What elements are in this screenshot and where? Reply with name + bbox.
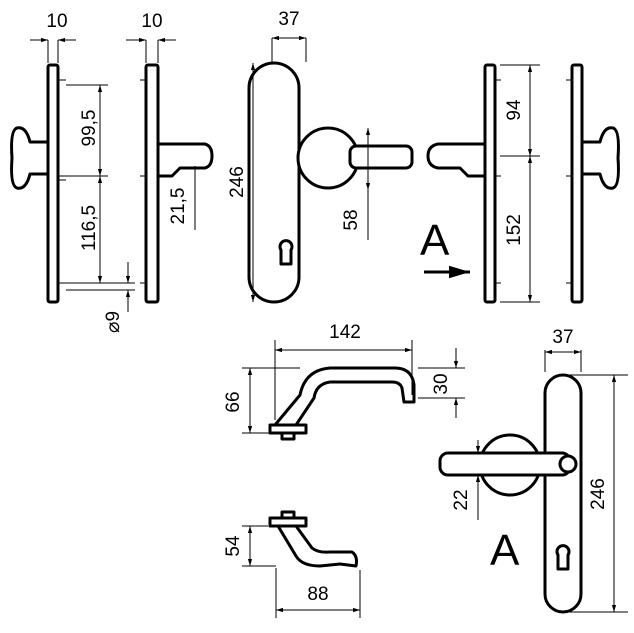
lever-bottom-length-label: 88 bbox=[307, 584, 328, 605]
front-knob-height-label: 246 bbox=[227, 166, 248, 198]
front-lever-view-label: A bbox=[490, 526, 520, 575]
lever-bottom-height-label: 54 bbox=[223, 535, 244, 557]
front-knob-width-label: 37 bbox=[278, 9, 299, 30]
front-lever-view: 37 246 22 A bbox=[438, 327, 628, 614]
lever-top-length-label: 142 bbox=[329, 322, 361, 343]
front-lever-offset-label: 22 bbox=[451, 489, 472, 510]
plate-right-lower-label: 152 bbox=[504, 214, 525, 246]
front-lever-width-label: 37 bbox=[552, 327, 573, 348]
front-lever-height-label: 246 bbox=[588, 478, 609, 510]
plate-left-upper-label: 99,5 bbox=[79, 110, 100, 147]
view-marker: A bbox=[420, 216, 470, 279]
plate-side-offset-label: 21,5 bbox=[168, 188, 189, 225]
view-marker-label: A bbox=[420, 216, 450, 265]
plate-far-right-view bbox=[566, 63, 620, 304]
plate-left-width-label: 10 bbox=[46, 11, 67, 32]
plate-right-upper-label: 94 bbox=[504, 99, 525, 121]
plate-left-hole-label: ⌀9 bbox=[103, 311, 124, 333]
plate-left-view: 10 99,5 116,5 ⌀9 bbox=[10, 11, 135, 333]
plate-right-view: 94 152 bbox=[426, 63, 540, 304]
front-knob-size-label: 58 bbox=[341, 209, 362, 230]
lever-top-view: 142 66 30 bbox=[223, 322, 465, 441]
plate-left-lower-label: 116,5 bbox=[79, 205, 100, 251]
lever-bottom-view: 54 88 bbox=[223, 510, 361, 618]
front-knob-view: 37 246 58 bbox=[227, 9, 414, 304]
plate-side-view: 10 21,5 bbox=[126, 11, 214, 304]
lever-top-height-label: 66 bbox=[223, 391, 244, 412]
plate-side-width-label: 10 bbox=[141, 11, 162, 32]
lever-top-grip-label: 30 bbox=[431, 373, 452, 394]
